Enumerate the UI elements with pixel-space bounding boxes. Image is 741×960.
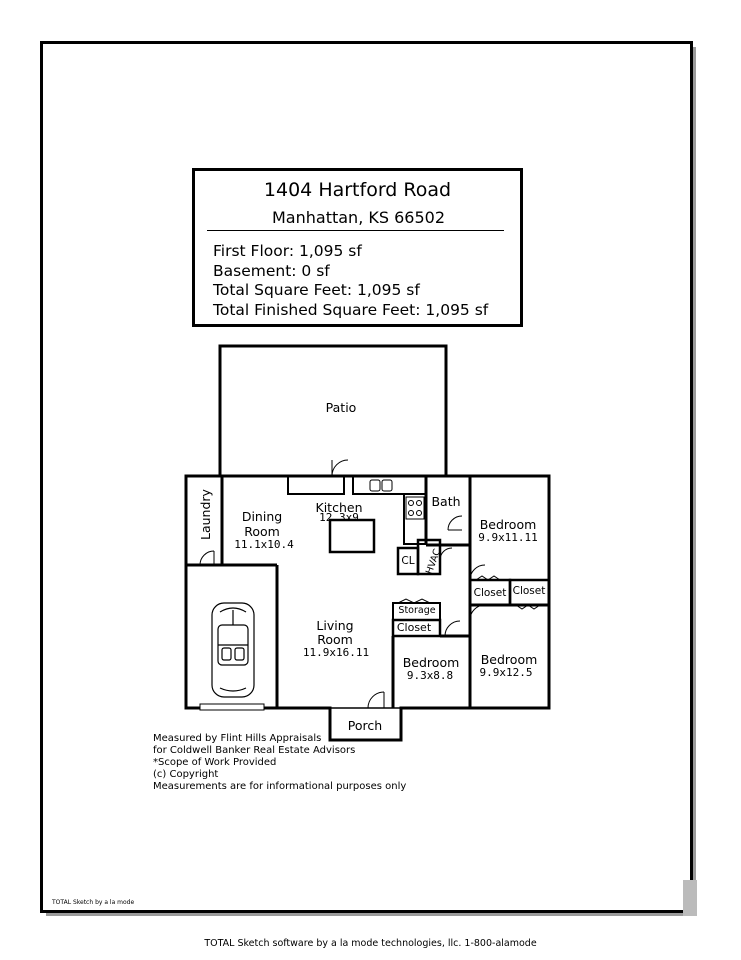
dining-label-2: Room	[244, 524, 280, 539]
bedroom3-label: Bedroom	[480, 652, 538, 667]
sketch-credit: TOTAL Sketch by a la mode	[52, 899, 135, 906]
note-line: for Coldwell Banker Real Estate Advisors	[153, 745, 356, 756]
title-box: 1404 Hartford Road Manhattan, KS 66502 F…	[192, 168, 523, 327]
dining-dimensions: 11.1x10.4	[234, 538, 294, 551]
house-outline	[184, 474, 551, 742]
laundry-label: Laundry	[198, 489, 213, 540]
stat-first-floor: First Floor: 1,095 sf	[213, 242, 362, 260]
cl-label: CL	[401, 555, 415, 567]
note-line: Measured by Flint Hills Appraisals	[153, 733, 322, 744]
note-line: *Scope of Work Provided	[153, 757, 277, 768]
patio-label: Patio	[325, 400, 357, 415]
title-divider	[207, 230, 504, 231]
kitchen-label: Kitchen	[315, 500, 363, 515]
note-line: Measurements are for informational purpo…	[153, 781, 407, 792]
note-line: (c) Copyright	[153, 769, 219, 780]
frame-shadow-bottom	[46, 913, 696, 916]
closet1-label: Closet	[473, 587, 507, 599]
bedroom1-label: Bedroom	[479, 517, 537, 532]
kitchen-dimensions: 12.3x9	[319, 511, 359, 524]
bedroom2-label: Bedroom	[402, 655, 460, 670]
bedroom1-dimensions: 9.9x11.11	[478, 531, 538, 544]
living-dimensions: 11.9x16.11	[302, 646, 370, 659]
closet2-label: Closet	[512, 585, 546, 597]
living-label-2: Room	[317, 632, 353, 647]
footer-credit: TOTAL Sketch software by a la mode techn…	[204, 938, 537, 949]
bedroom3-dimensions: 9.9x12.5	[479, 666, 533, 679]
stat-total: Total Square Feet: 1,095 sf	[213, 281, 420, 299]
stat-finished: Total Finished Square Feet: 1,095 sf	[213, 300, 489, 319]
closet3-label: Closet	[396, 621, 432, 634]
city-line: Manhattan, KS 66502	[272, 208, 445, 227]
living-label: Living	[316, 618, 354, 633]
bath-label: Bath	[431, 494, 461, 509]
bedroom2-dimensions: 9.3x8.8	[406, 669, 454, 682]
frame-shadow-right	[693, 47, 696, 916]
address-title: 1404 Hartford Road	[263, 179, 452, 201]
corner-logo-mark	[683, 880, 697, 916]
car-icon	[211, 602, 255, 698]
sheet-frame	[40, 41, 693, 913]
storage-label: Storage	[398, 605, 436, 616]
area-stats: First Floor: 1,095 sf Basement: 0 sf Tot…	[213, 242, 488, 320]
measurement-notes: Measured by Flint Hills Appraisals for C…	[153, 733, 406, 793]
porch-label: Porch	[347, 718, 383, 733]
dining-label: Dining	[241, 509, 283, 524]
stat-basement: Basement: 0 sf	[213, 261, 330, 280]
